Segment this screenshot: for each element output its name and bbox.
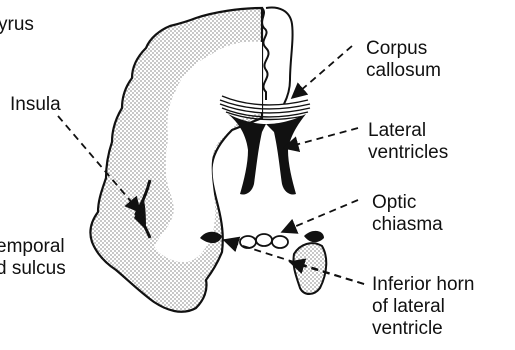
label-inferior-horn: Inferior horn of lateral ventricle [372,274,474,340]
lateral-ventricle-right [266,114,306,195]
label-lateral-ventricles: Lateral ventricles [368,120,448,164]
label-corpus-callosum: Corpus callosum [366,38,441,82]
arrow-lateral-ventricles [284,128,358,148]
label-temporal-sulcus: emporal d sulcus [0,236,66,280]
label-optic-chiasma: Optic chiasma [372,192,443,236]
right-temporal-fragment [293,243,326,294]
optic-chiasma [240,234,288,248]
label-gyrus: yrus [0,14,34,36]
right-hemisphere-outline [266,8,293,104]
inferior-horn-right [304,231,324,242]
label-insula: Insula [10,94,61,116]
arrow-corpus-callosum [292,46,352,98]
arrow-optic-chiasma [282,200,358,232]
arrow-inferior-horn-left [224,240,364,284]
